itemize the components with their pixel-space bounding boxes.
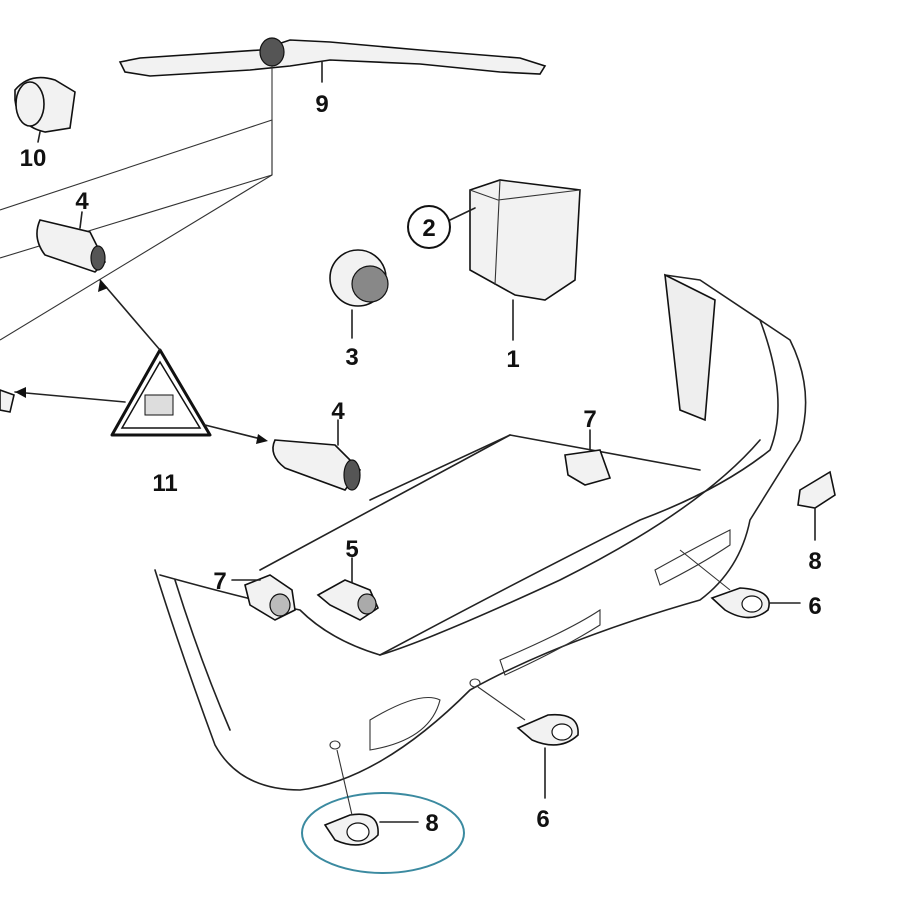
callout-part-2 bbox=[407, 205, 476, 249]
label-part-3: 3 bbox=[345, 344, 358, 371]
sensor-cover-part-8-bottom bbox=[301, 749, 465, 874]
bracket-part-9 bbox=[118, 37, 547, 83]
label-part-6-right: 6 bbox=[808, 593, 821, 620]
label-part-4-top: 4 bbox=[75, 188, 89, 215]
connector-part-3 bbox=[329, 249, 389, 339]
label-part-6-bottom: 6 bbox=[536, 806, 549, 833]
rear-bumper bbox=[154, 273, 807, 791]
sensor-cover-part-8-right bbox=[797, 470, 836, 541]
sensor-bracket-part-7-left bbox=[231, 574, 296, 621]
park-sensor-part-4-top bbox=[36, 211, 106, 273]
sensor-bracket-part-5 bbox=[316, 557, 380, 621]
control-unit-part-1 bbox=[469, 179, 581, 341]
label-part-8-right: 8 bbox=[808, 548, 821, 575]
sensor-holder-part-10 bbox=[14, 76, 76, 143]
label-part-7-left: 7 bbox=[213, 568, 226, 595]
label-part-2: 2 bbox=[422, 215, 435, 242]
sensor-cover-part-6-right bbox=[679, 549, 801, 619]
label-part-10: 10 bbox=[20, 145, 47, 172]
label-part-11: 11 bbox=[152, 470, 177, 497]
sensor-cover-part-6-bottom bbox=[477, 686, 579, 799]
label-part-5: 5 bbox=[345, 536, 358, 563]
label-part-1: 1 bbox=[506, 346, 519, 373]
park-sensor-part-4-middle bbox=[272, 419, 362, 491]
sensor-bracket-part-7-right bbox=[564, 429, 612, 486]
label-part-8-bottom: 8 bbox=[425, 810, 438, 837]
label-part-7-right: 7 bbox=[583, 406, 596, 433]
warning-symbol-part-11 bbox=[0, 279, 268, 444]
label-part-4-middle: 4 bbox=[331, 398, 345, 425]
label-part-9: 9 bbox=[315, 91, 328, 118]
